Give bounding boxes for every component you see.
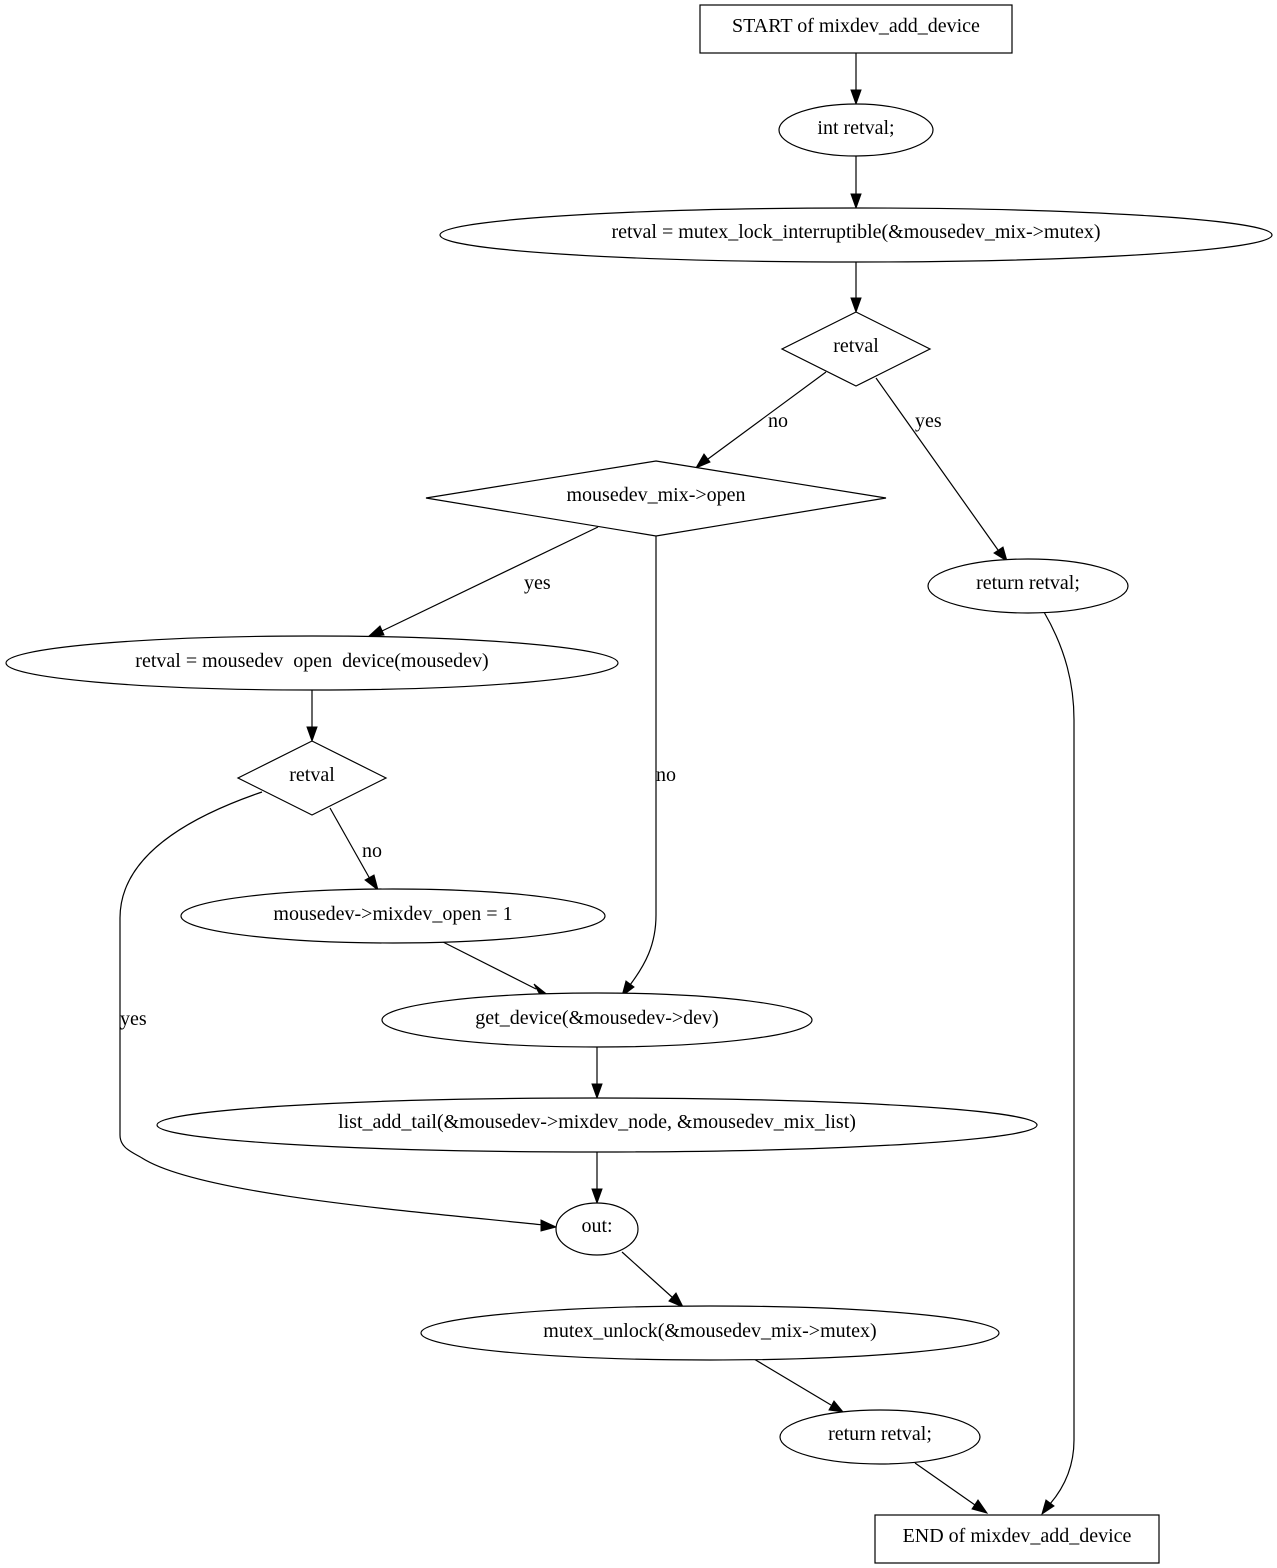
check-retval-label: retval xyxy=(833,335,879,357)
return-early-node: return retval; xyxy=(927,558,1129,614)
lock-node-label: retval = mutex_lock_interruptible(&mouse… xyxy=(611,221,1100,243)
lock-node-shape xyxy=(439,207,1273,263)
arrowhead xyxy=(540,1219,558,1232)
open-device-node: retval = mousedev open device(mousedev) xyxy=(5,635,619,691)
out-label-node: out: xyxy=(555,1202,639,1256)
set-mixdev-open-label: mousedev->mixdev_open = 1 xyxy=(273,903,512,925)
arrowhead xyxy=(993,546,1008,563)
check-open-node: mousedev_mix->open xyxy=(425,460,887,537)
lock-node: retval = mutex_lock_interruptible(&mouse… xyxy=(439,207,1273,263)
edge-label-open-no: no xyxy=(656,764,676,786)
edge-label-retval-yes: yes xyxy=(915,410,942,432)
list-add-label: list_add_tail(&mousedev->mixdev_node, &m… xyxy=(338,1111,856,1133)
end-node: END of mixdev_add_device xyxy=(874,1514,1160,1564)
edges xyxy=(119,53,1075,1516)
unlock-node: mutex_unlock(&mousedev_mix->mutex) xyxy=(420,1305,1000,1361)
decl-node: int retval; xyxy=(778,103,934,157)
arrowhead xyxy=(306,726,318,743)
arrowhead xyxy=(366,625,385,638)
arrowhead xyxy=(828,1400,845,1413)
arrowhead xyxy=(850,89,862,106)
return-final-label: return retval; xyxy=(828,1423,932,1445)
unlock-node-label: mutex_unlock(&mousedev_mix->mutex) xyxy=(543,1320,876,1342)
out-label-text: out: xyxy=(581,1215,612,1237)
arrowhead xyxy=(850,193,862,210)
edge-retval-yes xyxy=(875,377,999,551)
check-retval-node: retval xyxy=(780,311,932,387)
check-retval2-node: retval xyxy=(236,740,388,816)
get-device-node: get_device(&mousedev->dev) xyxy=(381,992,813,1048)
return-final-node: return retval; xyxy=(779,1409,981,1465)
arrowhead xyxy=(621,980,635,998)
edge-unlock-to-return xyxy=(753,1358,832,1406)
edge-label-retval2-no: no xyxy=(362,840,382,862)
arrowhead xyxy=(694,453,711,470)
arrowhead xyxy=(971,1499,989,1514)
check-open-label: mousedev_mix->open xyxy=(566,484,745,506)
arrowhead xyxy=(364,874,379,892)
end-node-label: END of mixdev_add_device xyxy=(903,1525,1132,1547)
edge-labels: no yes yes no no yes xyxy=(120,410,942,1030)
arrowhead xyxy=(1041,1499,1055,1516)
edge-label-retval-no: no xyxy=(768,410,788,432)
edge-open-yes xyxy=(381,526,599,632)
get-device-label: get_device(&mousedev->dev) xyxy=(475,1007,718,1029)
list-add-node: list_add_tail(&mousedev->mixdev_node, &m… xyxy=(156,1097,1038,1153)
start-node: START of mixdev_add_device xyxy=(699,4,1013,54)
unlock-node-shape xyxy=(420,1305,1000,1361)
edge-return-to-end xyxy=(914,1462,976,1506)
arrowhead xyxy=(591,1083,603,1100)
edge-set-open-to-get-device xyxy=(442,941,537,990)
edge-retval-no xyxy=(707,371,827,460)
arrowhead xyxy=(850,297,862,314)
edge-open-no xyxy=(629,536,657,986)
arrowhead xyxy=(591,1188,603,1205)
return-early-label: return retval; xyxy=(976,572,1080,594)
set-mixdev-open-node: mousedev->mixdev_open = 1 xyxy=(180,888,606,944)
edge-label-open-yes: yes xyxy=(524,572,551,594)
edge-out-to-unlock xyxy=(621,1251,674,1299)
decl-node-label: int retval; xyxy=(817,117,894,139)
nodes: START of mixdev_add_device int retval; r… xyxy=(5,4,1273,1564)
edge-retval2-no xyxy=(329,807,371,880)
edge-label-retval2-yes: yes xyxy=(120,1008,147,1030)
edge-return-early-to-end xyxy=(1043,611,1075,1505)
open-device-label: retval = mousedev open device(mousedev) xyxy=(135,650,488,672)
start-node-label: START of mixdev_add_device xyxy=(732,15,980,37)
arrowhead xyxy=(668,1292,685,1308)
check-retval2-label: retval xyxy=(289,764,335,786)
edge-retval2-yes xyxy=(119,791,545,1226)
